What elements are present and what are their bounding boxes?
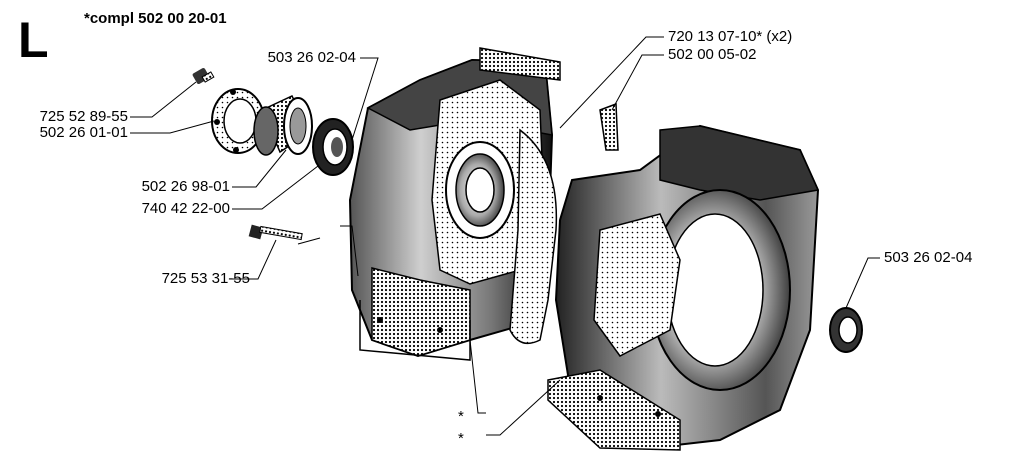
part-label: 503 26 02-04: [267, 49, 356, 66]
leader-lines: [130, 36, 880, 436]
seal-ring: [312, 118, 354, 176]
crankcase-left-half: [348, 47, 561, 361]
part-label: 502 00 05-02: [668, 46, 757, 63]
section-letter: L: [18, 12, 49, 68]
part-label: 720 13 07-10* (x2): [668, 28, 793, 45]
bearing-cover: [211, 88, 265, 154]
screw-small: [192, 68, 215, 84]
kit-label: *compl 502 00 20-01: [84, 10, 227, 27]
seal-ring-right: [829, 307, 863, 353]
screw-long: [248, 224, 303, 241]
asterisk-label: *: [458, 430, 464, 447]
gasket: [509, 102, 619, 345]
part-label: 725 53 31-55: [161, 270, 250, 287]
part-label: 502 26 98-01: [141, 178, 230, 195]
crankcase-right-half: [547, 124, 820, 451]
part-label: 503 26 02-04: [884, 249, 973, 266]
part-label: 502 26 01-01: [39, 124, 128, 141]
bearing-sleeve: [253, 95, 313, 156]
part-label: 725 52 89-55: [39, 108, 128, 125]
asterisk-label: *: [458, 408, 464, 425]
part-label: 740 42 22-00: [141, 200, 230, 217]
